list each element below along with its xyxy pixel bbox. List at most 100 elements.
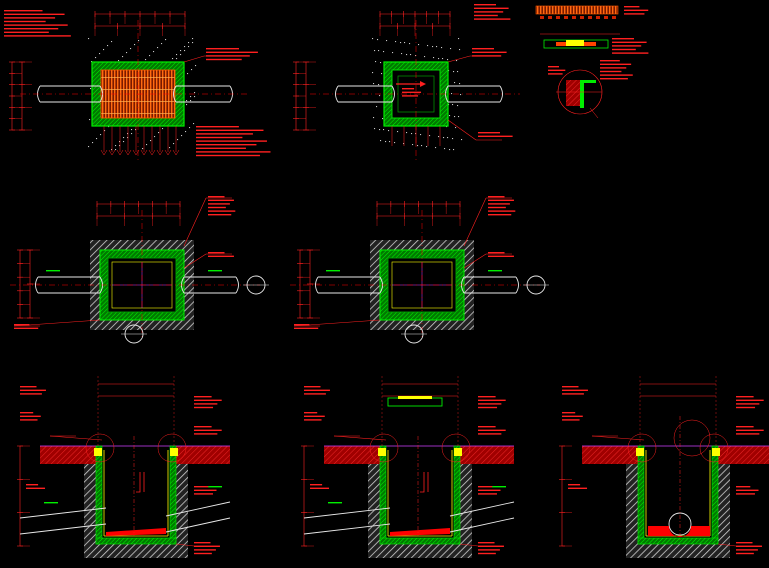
section-view-middle	[301, 376, 515, 558]
soil-speckle	[429, 135, 431, 137]
title-note-block	[474, 14, 498, 17]
outlet-label-mark	[492, 486, 506, 488]
inlet-pipe	[318, 276, 380, 294]
soil-speckle	[135, 129, 137, 131]
soil-speckle	[90, 88, 92, 90]
soil-speckle	[457, 71, 459, 73]
inlet-pipe	[40, 85, 100, 103]
soil-speckle	[173, 143, 175, 145]
cover-label-block	[472, 48, 494, 50]
soil-speckle	[374, 50, 376, 52]
note-block-top-left	[562, 386, 579, 388]
base-slab	[95, 537, 177, 545]
anchor-bar-end	[100, 149, 108, 156]
pipe-break-right	[515, 276, 519, 294]
note-block-lower-right	[736, 493, 755, 495]
detail-callout-circle	[157, 433, 187, 463]
wall-left	[95, 445, 103, 545]
wall-leader	[183, 197, 207, 247]
note-block-lower-right	[736, 486, 751, 488]
detail-callout-circle	[627, 433, 657, 463]
detail-note-block-2	[612, 48, 636, 51]
detail-note-block-2	[612, 38, 634, 40]
soil-speckle	[193, 123, 195, 125]
soil-speckle	[454, 116, 456, 118]
frame-seat-left	[378, 448, 386, 456]
water-level	[106, 528, 166, 536]
base-note-block	[294, 324, 310, 326]
outlet-pipe-section	[449, 501, 515, 533]
outlet-label-mark	[208, 486, 222, 488]
soil-hatch-right	[174, 464, 188, 552]
structure-plan-left	[10, 196, 269, 344]
soil-speckle	[392, 52, 394, 54]
soil-speckle	[194, 96, 196, 98]
soil-speckle	[443, 137, 445, 139]
cover-note-block	[402, 95, 419, 97]
soil-speckle	[115, 145, 117, 147]
detail-callout-circle	[369, 433, 399, 463]
anchor-bar-end	[164, 149, 172, 156]
wall-note-block	[488, 210, 516, 212]
note-block-lower-right	[736, 489, 759, 491]
grating-note-block	[206, 58, 242, 61]
grating-detail-view	[535, 5, 649, 119]
detail-callout-notes	[600, 74, 633, 76]
soil-speckle	[195, 65, 197, 67]
note-block-bottom-right	[736, 549, 758, 551]
note-block-lower-right	[478, 489, 501, 491]
outlet-label-mark	[488, 270, 502, 272]
title-note-block	[4, 31, 49, 33]
detail-callout-notes	[600, 60, 620, 62]
soil-speckle	[442, 58, 444, 60]
note-block-lower-left	[568, 487, 588, 489]
wall-note-block	[488, 199, 514, 201]
plan-view-grated-pit	[4, 10, 271, 160]
grating-note-block	[206, 51, 258, 53]
soil-speckle	[382, 118, 384, 120]
anchor-bar-end	[140, 149, 148, 156]
soil-speckle	[458, 38, 460, 40]
soil-speckle	[186, 104, 188, 106]
soil-speckle	[385, 141, 387, 143]
detail-callout-notes-left	[548, 73, 563, 75]
detail-note-block-2	[612, 45, 642, 47]
material-note-block	[196, 151, 271, 153]
soil-speckle	[436, 46, 438, 48]
grating-note-block	[206, 48, 239, 50]
detail-grating-strip	[535, 5, 619, 15]
pipe-break-left	[35, 276, 39, 294]
soil-speckle	[180, 50, 182, 52]
inlet-label-mark	[328, 502, 342, 504]
note-block-lower-left	[26, 487, 46, 489]
note-block-lower-right	[194, 486, 209, 488]
note-block-bottom-right	[736, 552, 754, 555]
detail-bar-section	[604, 16, 608, 19]
pipe-break-right	[235, 276, 239, 294]
note-block-lower-right	[478, 486, 493, 488]
soil-speckle	[426, 146, 428, 148]
soil-speckle	[154, 136, 156, 138]
soil-speckle	[146, 144, 148, 146]
soil-speckle	[450, 48, 452, 50]
detail-note-block	[624, 13, 645, 15]
soil-speckle	[96, 138, 98, 140]
seat-leader	[49, 435, 103, 441]
note-block-top-right	[736, 406, 756, 409]
detail-bar-section	[548, 16, 552, 19]
note-block-mid-left	[20, 415, 41, 417]
soil-speckle	[186, 100, 188, 102]
frame-seat-left	[94, 448, 102, 456]
note-block-top-right	[478, 396, 496, 398]
soil-speckle	[372, 72, 374, 74]
soil-speckle	[373, 117, 375, 119]
soil-speckle	[378, 50, 380, 52]
outlet-pipe-section	[165, 501, 231, 533]
wall-right	[711, 445, 719, 545]
soil-speckle	[377, 39, 379, 41]
cover-plate-section	[387, 397, 443, 407]
soil-speckle	[180, 54, 182, 56]
soil-speckle	[383, 51, 385, 53]
soil-speckle	[452, 104, 454, 106]
outlet-label-mark	[208, 270, 222, 272]
